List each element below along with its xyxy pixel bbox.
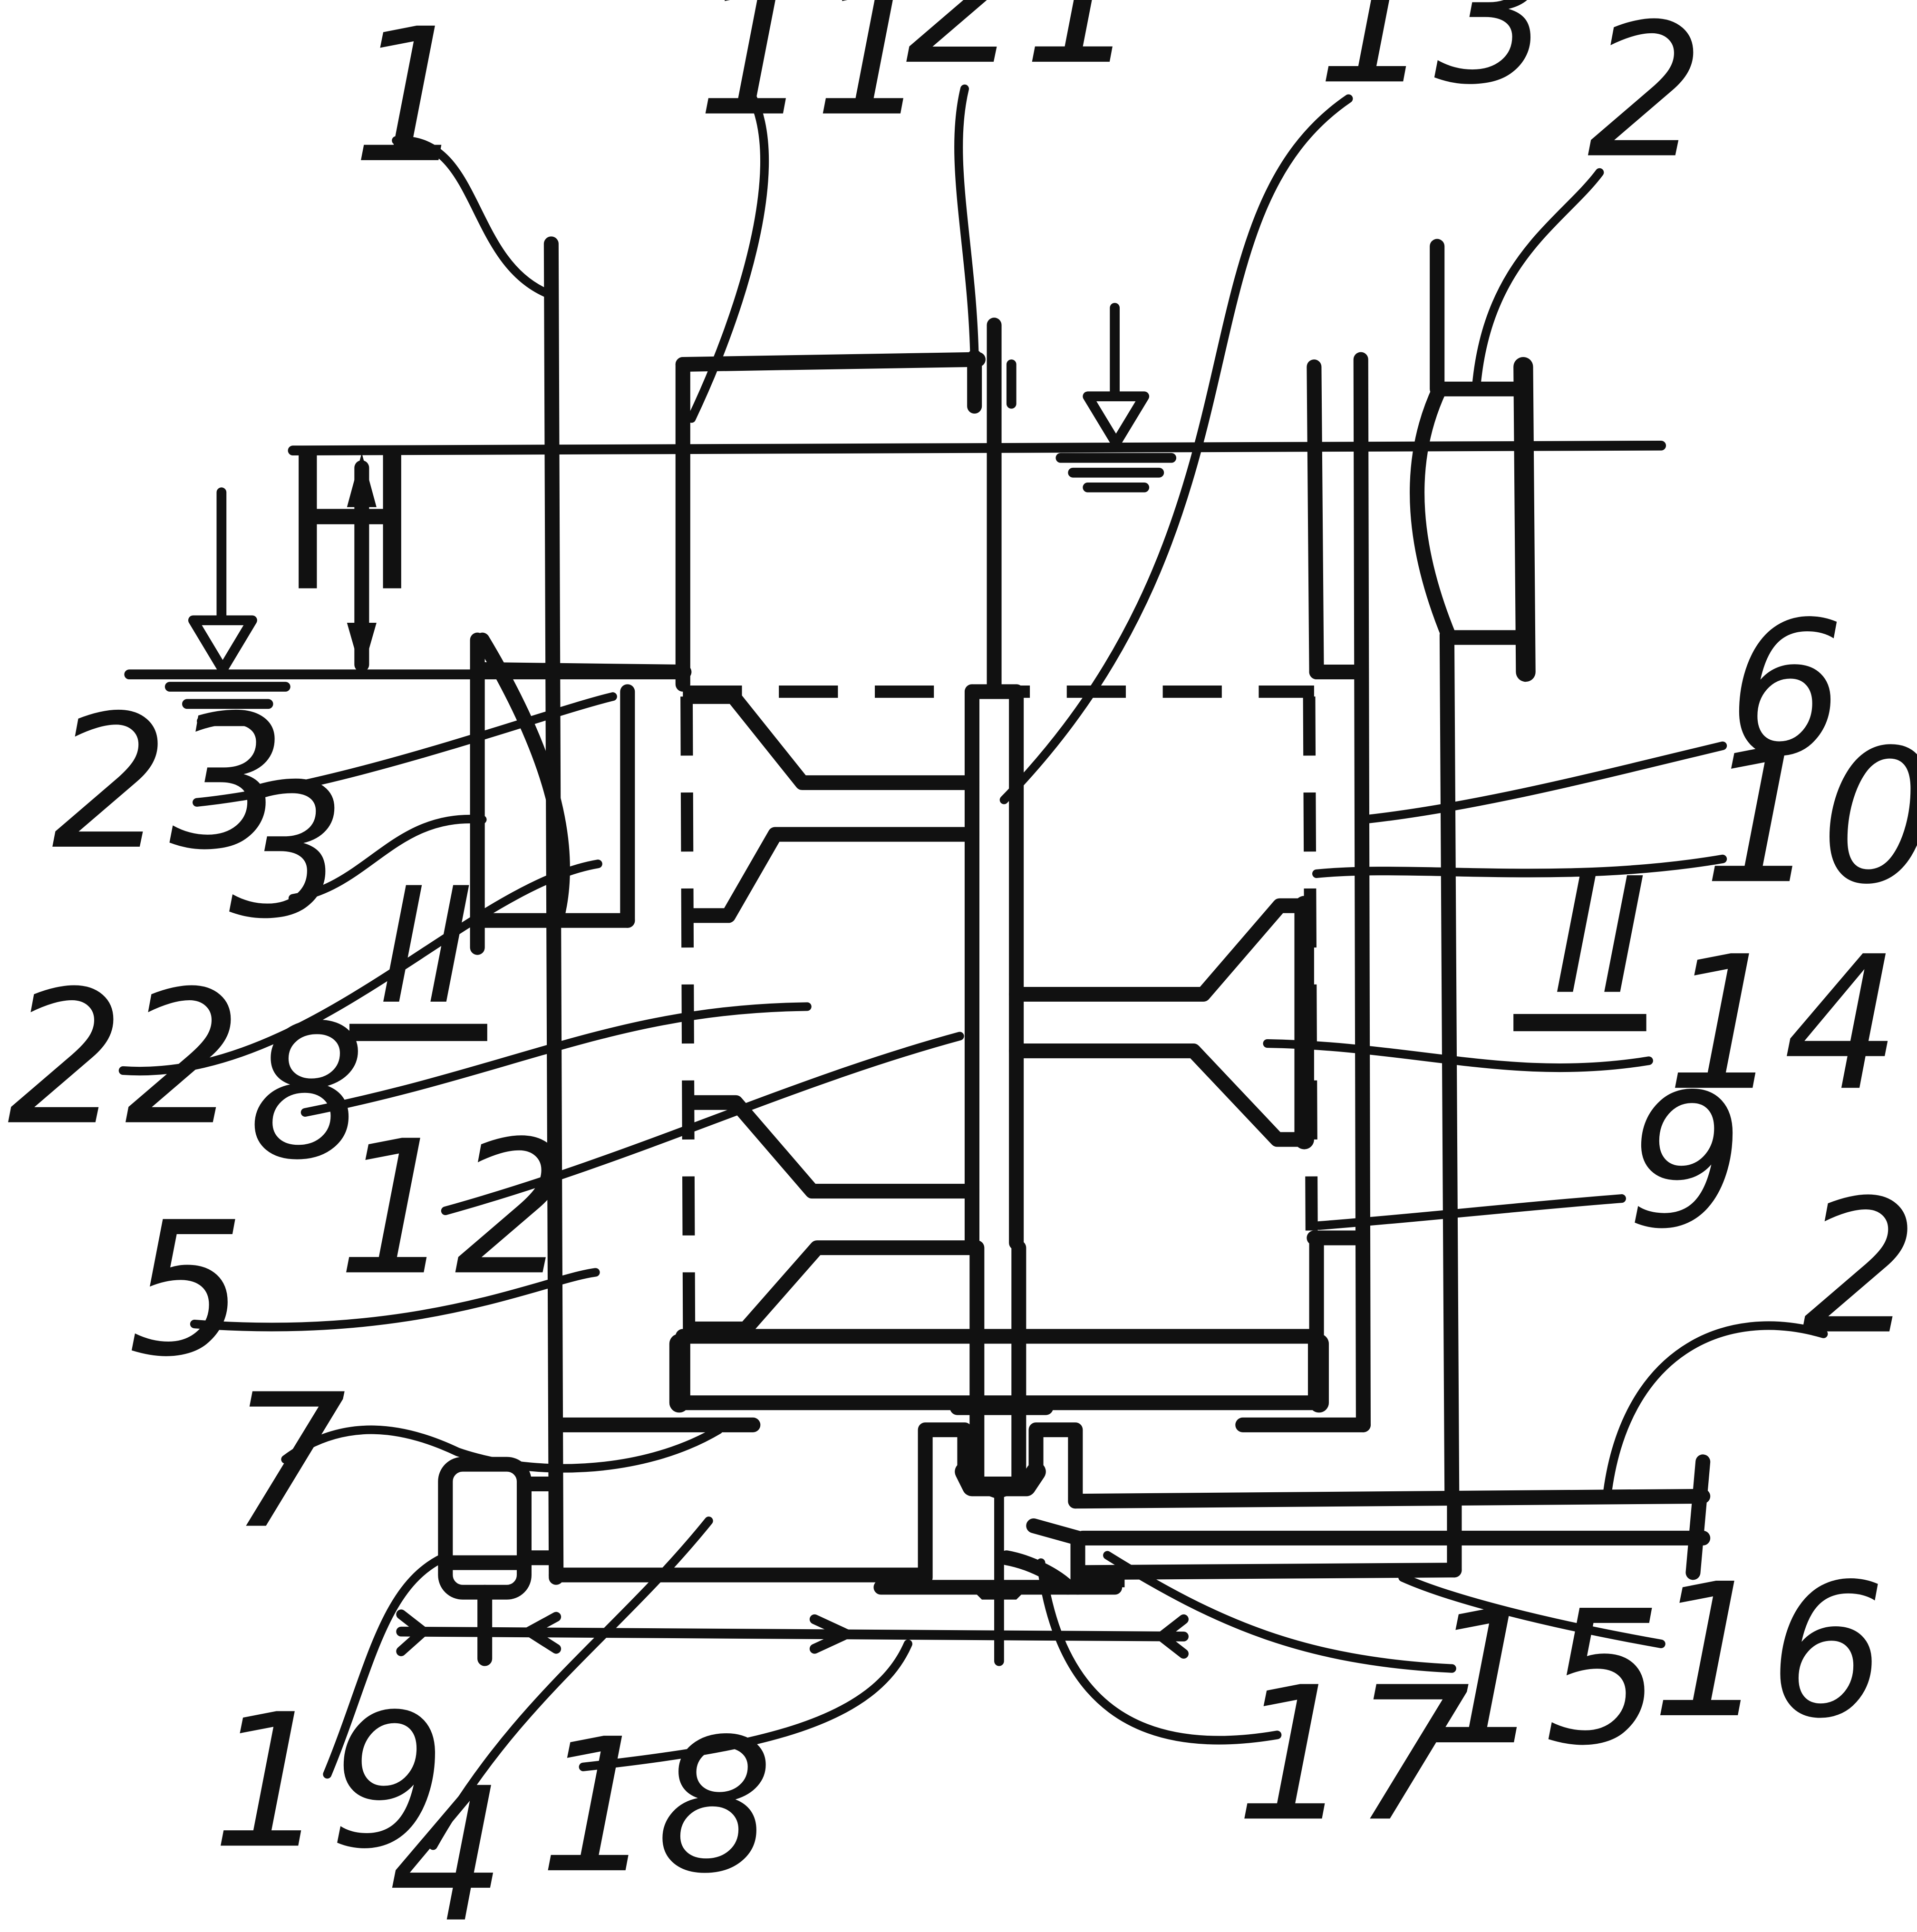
blades-left xyxy=(684,689,979,1336)
drive-belt xyxy=(396,1609,1189,1659)
label-20: 20 xyxy=(1801,1160,1917,1375)
label-15: 15 xyxy=(1427,1571,1662,1786)
outlet-pipe xyxy=(1068,1454,1711,1580)
label-4: 4 xyxy=(389,1748,506,1932)
drive-motor xyxy=(438,1457,559,1666)
label-8: 8 xyxy=(249,985,366,1200)
label-1: 1 xyxy=(352,0,469,204)
label-3: 3 xyxy=(229,744,346,959)
section-mark-left: II xyxy=(349,854,487,1041)
label-10: 10 xyxy=(1703,710,1917,925)
label-16: 16 xyxy=(1651,1544,1886,1759)
dimension-label-h: H xyxy=(281,417,419,632)
label-19: 19 xyxy=(212,1674,446,1889)
label-5: 5 xyxy=(128,1182,245,1397)
label-14: 14 xyxy=(1666,917,1901,1131)
inner-pipe-right xyxy=(1235,352,1371,1432)
blades-right xyxy=(1009,896,1314,1150)
inlet-box xyxy=(470,632,692,955)
label-23: 23 xyxy=(52,676,287,890)
label-21: 21 xyxy=(906,0,1141,106)
upper-water-level xyxy=(288,303,1666,493)
leader-lines xyxy=(118,84,1828,1850)
reference-numerals: 1 2 3 4 5 6 7 8 9 10 11 12 13 14 15 16 1… xyxy=(8,0,1917,1932)
label-11: 11 xyxy=(697,0,931,157)
label-22: 22 xyxy=(8,951,242,1166)
label-18: 18 xyxy=(539,1699,774,1914)
label-7: 7 xyxy=(229,1355,347,1570)
outlet-flange xyxy=(1410,357,1536,682)
label-12: 12 xyxy=(337,1101,572,1316)
level-difference-dimension: H xyxy=(281,417,419,675)
label-13: 13 xyxy=(1317,0,1551,125)
label-9: 9 xyxy=(1627,1054,1744,1269)
label-6: 6 xyxy=(1727,582,1845,797)
bottom-ring xyxy=(669,1329,1329,1415)
central-shaft xyxy=(964,684,1026,1666)
label-17: 17 xyxy=(1235,1647,1471,1862)
label-2: 2 xyxy=(1587,0,1704,199)
